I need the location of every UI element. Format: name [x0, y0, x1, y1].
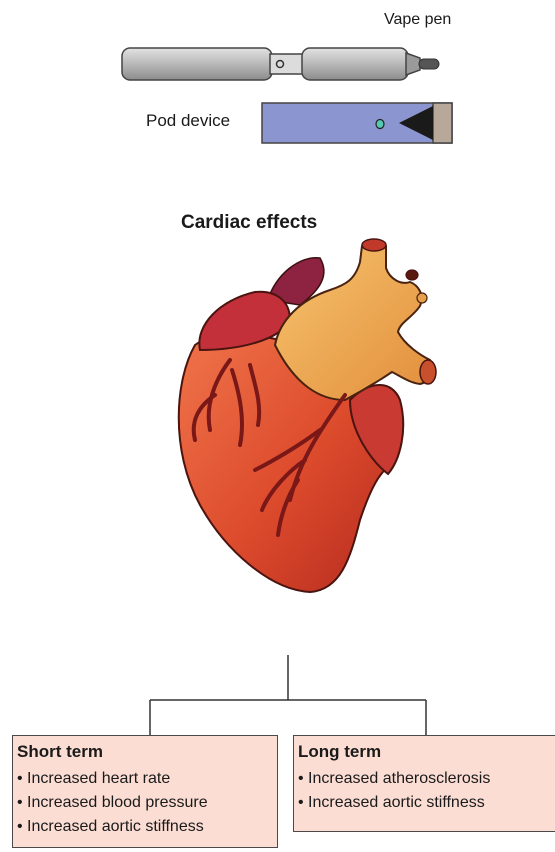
short-term-item: Increased heart rate: [17, 767, 277, 791]
pod-device-icon: [262, 103, 452, 143]
short-term-title: Short term: [17, 742, 277, 762]
long-term-item: Increased atherosclerosis: [298, 767, 555, 791]
long-term-title: Long term: [298, 742, 555, 762]
vape-pen-icon: [122, 48, 439, 80]
long-term-item: Increased aortic stiffness: [298, 791, 555, 815]
short-term-item: Increased blood pressure: [17, 791, 277, 815]
cardiac-effects-title: Cardiac effects: [181, 212, 317, 234]
short-term-box: Short term Increased heart rate Increase…: [12, 735, 278, 848]
short-term-item: Increased aortic stiffness: [17, 815, 277, 839]
long-term-box: Long term Increased atherosclerosis Incr…: [293, 735, 555, 832]
tree-connector: [150, 655, 426, 735]
heart-icon: [179, 239, 436, 592]
